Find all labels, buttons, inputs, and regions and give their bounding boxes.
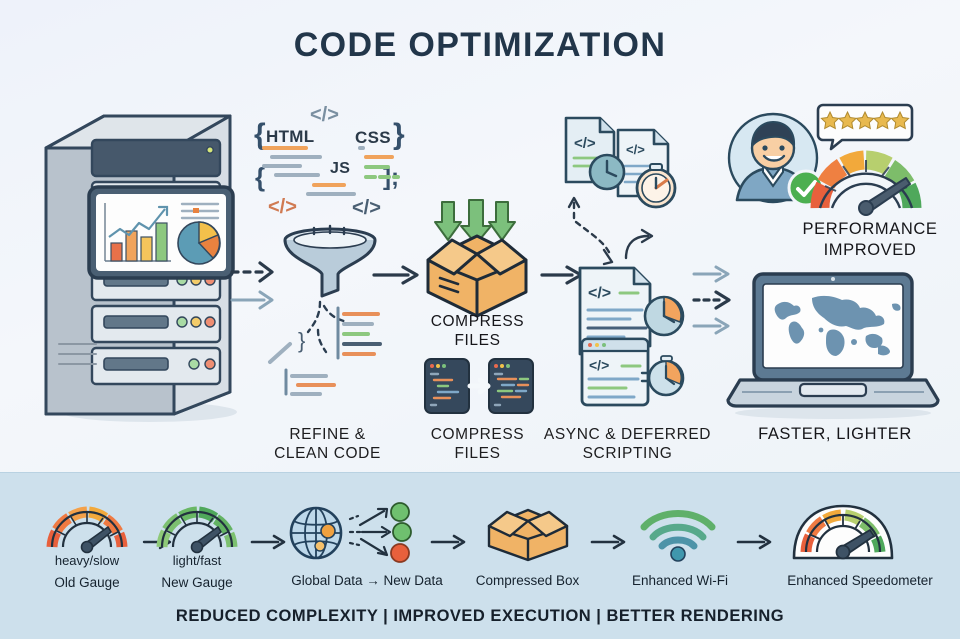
bottom-item-enhanced-speedometer: Enhanced Speedometer bbox=[787, 573, 933, 588]
async-browser-window: </> bbox=[580, 337, 685, 407]
pie-chart bbox=[177, 221, 221, 265]
speedometer-icon bbox=[792, 504, 894, 560]
compress-box-icon bbox=[426, 234, 528, 318]
brace-open-bottom: { bbox=[255, 162, 266, 192]
footer-summary: REDUCED COMPLEXITY | IMPROVED EXECUTION … bbox=[175, 607, 785, 625]
svg-text:</>: </> bbox=[589, 357, 609, 373]
caption-compress-icon-line2: FILES bbox=[454, 332, 501, 349]
globe-icon bbox=[289, 506, 343, 560]
funnel-icon bbox=[283, 224, 377, 298]
svg-text:</>: </> bbox=[626, 142, 645, 157]
new-gauge-icon bbox=[156, 506, 238, 554]
bottom-arrow-2 bbox=[250, 534, 286, 550]
bracket-close-bottom: ]; bbox=[383, 164, 399, 191]
dashboard-chart-monitor bbox=[87, 185, 235, 280]
caption-compress-line2: FILES bbox=[454, 445, 501, 462]
minified-code-windows bbox=[424, 358, 534, 414]
old-gauge-icon bbox=[46, 506, 128, 554]
laptop-illustration bbox=[726, 272, 940, 419]
caption-async-deferred: ASYNC & DEFERRED SCRIPTING bbox=[540, 425, 715, 463]
compress-down-arrows bbox=[434, 199, 516, 245]
new-gauge-bottom-label: New Gauge bbox=[161, 575, 233, 590]
bottom-item-enhanced-wifi: Enhanced Wi-Fi bbox=[631, 573, 729, 588]
trend-line bbox=[108, 208, 166, 238]
caption-compress-files: COMPRESS FILES bbox=[405, 425, 550, 463]
code-label-css: CSS bbox=[355, 128, 391, 147]
caption-async-line1: ASYNC & DEFERRED bbox=[543, 426, 712, 443]
rating-stars bbox=[820, 110, 910, 130]
data-flow-arrows-dots bbox=[348, 502, 412, 563]
star-rating-bubble bbox=[816, 103, 914, 151]
brace-close-top: } bbox=[393, 118, 405, 151]
caption-performance-line2: IMPROVED bbox=[823, 241, 917, 259]
wifi-icon bbox=[640, 510, 716, 562]
performance-gauge bbox=[810, 150, 922, 216]
caption-compress-line1: COMPRESS bbox=[430, 426, 525, 443]
caption-compress-files-icon: COMPRESS FILES bbox=[405, 312, 550, 350]
caption-performance-improved: PERFORMANCE IMPROVED bbox=[770, 219, 960, 261]
brace-open-top: { bbox=[254, 118, 266, 151]
caption-performance-line1: PERFORMANCE bbox=[802, 220, 938, 238]
funnel-output-code: } bbox=[268, 300, 382, 396]
caption-async-line2: SCRIPTING bbox=[582, 445, 673, 462]
bottom-arrow-3 bbox=[430, 534, 466, 550]
code-angle-right: </> bbox=[352, 197, 381, 219]
arrow-server-to-funnel bbox=[230, 261, 274, 310]
bottom-item-old-gauge: heavy/slow Old Gauge bbox=[27, 552, 147, 591]
code-label-js: JS bbox=[330, 160, 351, 177]
caption-refine-clean-code: REFINE & CLEAN CODE bbox=[250, 425, 405, 463]
old-gauge-bottom-label: Old Gauge bbox=[54, 575, 120, 590]
code-snippet-lines-top bbox=[262, 146, 400, 196]
old-gauge-top-label: heavy/slow bbox=[54, 553, 120, 568]
bottom-arrow-4 bbox=[590, 534, 626, 550]
code-angle-top: </> bbox=[310, 104, 339, 126]
code-label-html: HTML bbox=[266, 127, 315, 146]
arrows-async-to-output bbox=[692, 265, 731, 335]
async-documents-group: </> </> </> bbox=[564, 116, 685, 385]
caption-faster-lighter: FASTER, LIGHTER bbox=[758, 425, 912, 443]
bottom-item-compressed-box: Compressed Box bbox=[475, 573, 580, 588]
bottom-item-global-data: Global Data → New Data bbox=[291, 573, 443, 588]
svg-text:</>: </> bbox=[588, 285, 611, 302]
code-angle-left: </> bbox=[268, 196, 297, 218]
caption-refine-line2: CLEAN CODE bbox=[274, 445, 381, 462]
svg-text:}: } bbox=[298, 328, 305, 353]
caption-compress-icon-line1: COMPRESS bbox=[430, 313, 525, 330]
svg-text:</>: </> bbox=[574, 135, 596, 152]
compressed-box-icon bbox=[487, 508, 569, 562]
bottom-item-new-gauge: light/fast New Gauge bbox=[137, 552, 257, 591]
world-map bbox=[774, 295, 901, 356]
legend-lines bbox=[180, 202, 220, 220]
caption-refine-line1: REFINE & bbox=[289, 426, 366, 443]
new-gauge-top-label: light/fast bbox=[172, 553, 222, 568]
bar-chart-bars bbox=[110, 222, 168, 262]
bottom-arrow-5 bbox=[736, 534, 772, 550]
page-title: CODE OPTIMIZATION bbox=[293, 26, 667, 64]
arrow-funnel-to-box bbox=[372, 265, 419, 285]
